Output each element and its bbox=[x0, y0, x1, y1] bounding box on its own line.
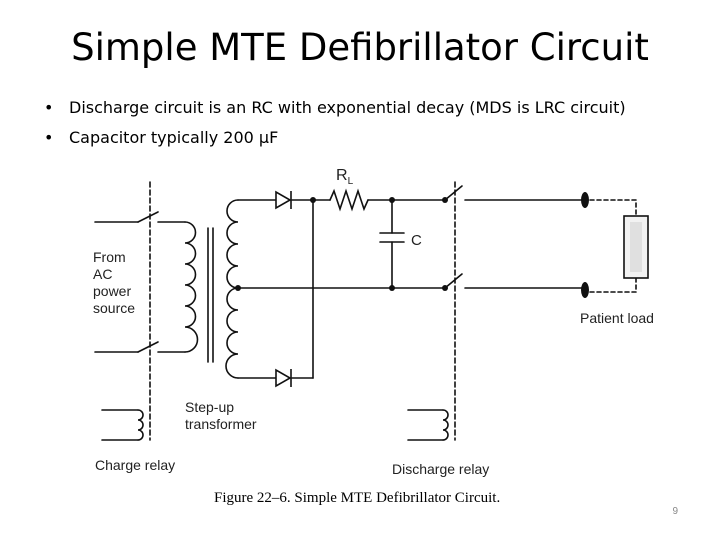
resistor-rl bbox=[329, 188, 369, 212]
label-resistor-sub: L bbox=[348, 176, 354, 187]
label-from: From bbox=[93, 249, 126, 265]
charge-relay-coil bbox=[137, 409, 144, 441]
bullet-item: Discharge circuit is an RC with exponent… bbox=[44, 98, 626, 118]
junction-dot bbox=[442, 285, 448, 291]
label-discharge-relay: Discharge relay bbox=[392, 461, 489, 477]
label-charge-relay: Charge relay bbox=[95, 457, 175, 473]
charge-switch-bottom bbox=[137, 341, 159, 353]
bullet-item: Capacitor typically 200 µF bbox=[44, 128, 626, 148]
label-patient-load: Patient load bbox=[580, 310, 654, 326]
junction-dot bbox=[235, 285, 241, 291]
label-source: source bbox=[93, 300, 135, 316]
discharge-switch-top bbox=[444, 185, 463, 201]
label-resistor-r: R bbox=[336, 167, 348, 184]
paddle-electrode-top bbox=[581, 192, 589, 208]
junction-dot bbox=[310, 197, 316, 203]
discharge-relay-coil bbox=[442, 409, 449, 441]
load-lead-bottom bbox=[589, 277, 637, 293]
junction-dot bbox=[389, 197, 395, 203]
discharge-switch-bottom bbox=[444, 273, 463, 289]
paddle-electrode-bottom bbox=[581, 282, 589, 298]
junction-dot bbox=[442, 197, 448, 203]
label-resistor: RL bbox=[336, 167, 354, 187]
label-capacitor: C bbox=[411, 232, 422, 249]
label-step-up: Step-up bbox=[185, 399, 234, 415]
bullet-list: Discharge circuit is an RC with exponent… bbox=[44, 98, 626, 158]
charge-switch-top bbox=[137, 211, 159, 223]
diode-bottom bbox=[275, 368, 292, 388]
figure-caption: Figure 22–6. Simple MTE Defibrillator Ci… bbox=[214, 490, 500, 506]
label-power: power bbox=[93, 283, 131, 299]
load-lead-top bbox=[589, 199, 637, 217]
label-ac: AC bbox=[93, 266, 112, 282]
junction-dot bbox=[389, 285, 395, 291]
label-transformer: transformer bbox=[185, 416, 257, 432]
slide-title: Simple MTE Defibrillator Circuit bbox=[71, 26, 649, 69]
diode-top bbox=[275, 190, 292, 210]
primary-coil bbox=[184, 221, 199, 353]
page-number: 9 bbox=[672, 506, 678, 517]
